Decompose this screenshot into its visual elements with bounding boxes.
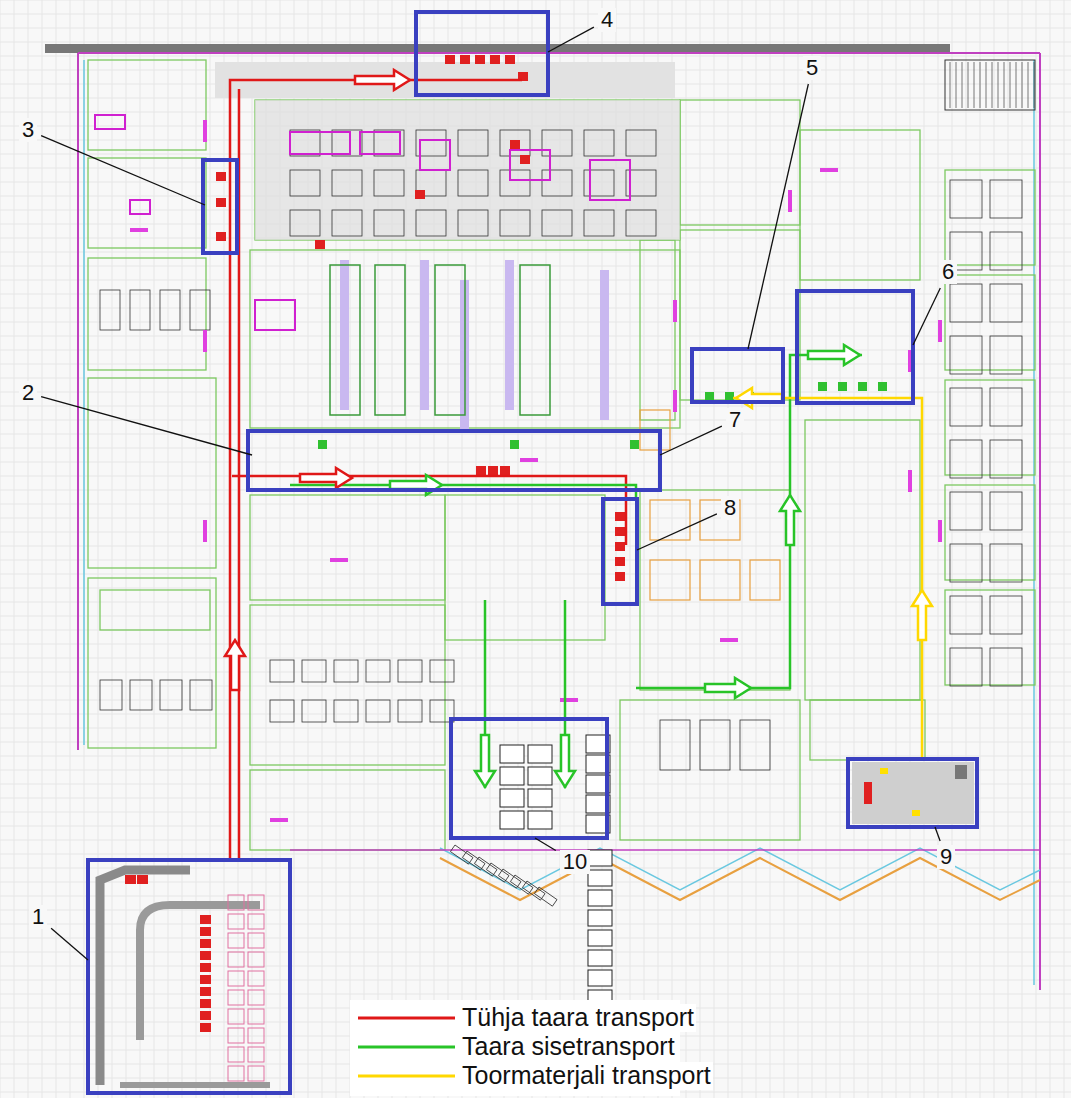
leader-line bbox=[41, 136, 205, 205]
callout-number: 2 bbox=[19, 381, 37, 405]
callout-number: 10 bbox=[560, 850, 590, 874]
callout-number: 5 bbox=[803, 56, 821, 80]
leader-line bbox=[51, 928, 88, 960]
callout-number: 8 bbox=[721, 496, 739, 520]
leader-lines bbox=[41, 27, 940, 960]
legend-text: Tühja taara transport bbox=[460, 1004, 696, 1032]
leader-line bbox=[548, 27, 594, 52]
callout-number: 4 bbox=[598, 8, 616, 32]
legend-line bbox=[358, 1075, 455, 1078]
zone-boxes bbox=[88, 12, 977, 1093]
leader-line bbox=[748, 84, 808, 349]
callout-number: 1 bbox=[29, 905, 47, 929]
callout-number: 6 bbox=[939, 260, 957, 284]
legend-text: Taara sisetransport bbox=[460, 1033, 677, 1061]
legend-line bbox=[358, 1046, 455, 1049]
leader-line bbox=[913, 288, 940, 345]
leader-line bbox=[41, 397, 252, 455]
callout-number: 9 bbox=[937, 845, 955, 869]
leader-line bbox=[660, 426, 722, 455]
leader-line bbox=[935, 827, 940, 841]
flow-lines bbox=[225, 70, 932, 862]
legend-text: Toormaterjali transport bbox=[460, 1062, 713, 1090]
leader-line bbox=[637, 514, 717, 550]
legend-line bbox=[358, 1017, 455, 1020]
leader-line bbox=[535, 838, 556, 850]
callout-number: 7 bbox=[726, 408, 744, 432]
callout-number: 3 bbox=[19, 118, 37, 142]
